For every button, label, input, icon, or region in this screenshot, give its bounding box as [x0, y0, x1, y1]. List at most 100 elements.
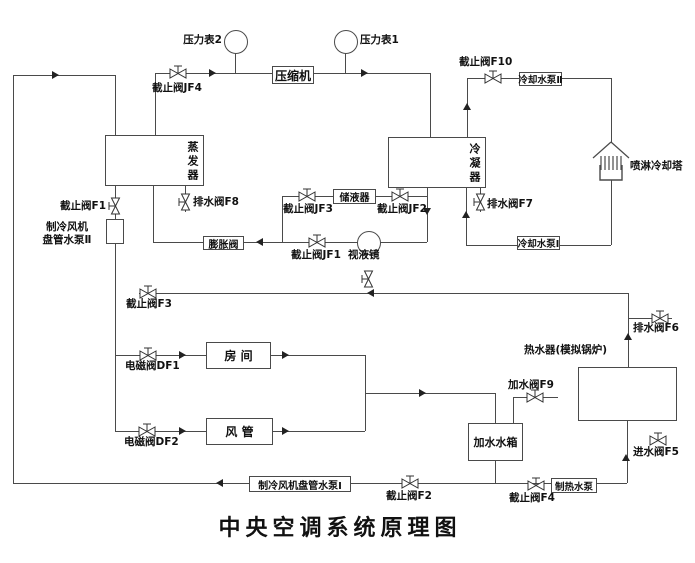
cooling-tower [592, 141, 630, 181]
pipe [430, 73, 431, 137]
pressure-gauge-2 [224, 30, 248, 54]
flow-arrow [361, 69, 368, 77]
duct-label: 风 管 [225, 425, 254, 439]
flow-arrow [419, 389, 426, 397]
pressure-gauge-1 [334, 30, 358, 54]
flow-arrow [256, 238, 263, 246]
jf2-valve-label: 截止阀JF2 [377, 203, 427, 215]
flow-arrow [622, 454, 630, 461]
jf3-valve-icon [298, 188, 316, 203]
df1-valve-label: 电磁阀DF1 [125, 360, 180, 372]
cooling-pump-2-box: 冷却水泵Ⅱ [518, 72, 563, 86]
flow-arrow [179, 351, 186, 359]
f4-valve-icon [527, 477, 545, 492]
flow-arrow [367, 289, 374, 297]
room-box: 房 间 [206, 342, 271, 369]
f7-valve-icon [473, 193, 488, 211]
evaporator-box [105, 135, 204, 186]
jf3-valve-label: 截止阀JF3 [283, 203, 333, 215]
f2-valve-icon [401, 475, 419, 490]
pipe [153, 185, 154, 242]
pipe [282, 196, 283, 242]
compressor-label: 压缩机 [274, 68, 311, 83]
pipe [115, 185, 116, 431]
pipe [628, 293, 629, 367]
evaporator-label: 蒸发器 [186, 141, 199, 183]
receiver-box: 储液器 [333, 189, 376, 204]
jf4-valve-icon [169, 65, 187, 80]
water-tank-label: 加水水箱 [473, 436, 518, 449]
cooling-pump-1-box: 冷却水泵Ⅰ [517, 236, 560, 250]
fan-coil-pump-1-label: 制冷风机盘管水泵Ⅰ [258, 480, 342, 492]
f3-valve-label: 截止阀F3 [126, 298, 172, 310]
flow-arrow [463, 103, 471, 110]
duct-box: 风 管 [206, 418, 273, 445]
f4-valve-label: 截止阀F4 [509, 492, 555, 504]
jf2-valve-icon [391, 188, 409, 203]
df1-valve-icon [139, 347, 157, 362]
condenser-label: 冷凝器 [468, 143, 481, 185]
pipe [365, 355, 366, 431]
f7-valve-label: 排水阀F7 [487, 198, 533, 210]
boiler-label: 热水器(模拟锅炉) [524, 344, 608, 356]
df2-valve-label: 电磁阀DF2 [124, 436, 179, 448]
pipe [139, 293, 628, 294]
cooling-tower-label: 喷淋冷却塔 [630, 160, 683, 172]
pipe [628, 318, 672, 319]
f6-valve-icon [651, 310, 669, 325]
heating-pump-label: 制热水泵 [554, 481, 593, 493]
f9-valve-label: 加水阀F9 [508, 379, 554, 391]
compressor-box: 压缩机 [272, 66, 314, 84]
pipe [627, 420, 628, 483]
fan-coil-pump-2-box [106, 219, 124, 244]
pipe [513, 397, 514, 423]
f9-valve-icon [526, 389, 544, 404]
expansion-valve-label: 膨胀阀 [208, 239, 239, 251]
fan-coil-pump-2-label: 制冷风机 盘管水泵Ⅱ [28, 221, 106, 247]
pipe [115, 75, 116, 135]
f10-valve-label: 截止阀F10 [459, 56, 513, 68]
jf1-valve-label: 截止阀JF1 [291, 249, 341, 261]
pipe [365, 393, 495, 394]
cooling-pump-1-label: 冷却水泵Ⅰ [517, 239, 560, 250]
f5-valve-label: 进水阀F5 [633, 446, 679, 458]
flow-arrow [179, 427, 186, 435]
df2-valve-icon [138, 423, 156, 438]
flow-arrow [423, 208, 431, 215]
fan-coil-pump-2-line2: 盘管水泵Ⅱ [42, 234, 92, 246]
flow-arrow [209, 69, 216, 77]
gauge2-label: 压力表2 [183, 34, 222, 46]
f8-valve-icon [178, 193, 193, 211]
vent-valve-icon [361, 270, 376, 288]
fan-coil-pump-1-box: 制冷风机盘管水泵Ⅰ [249, 476, 351, 492]
f2-valve-label: 截止阀F2 [386, 490, 432, 502]
jf1-valve-icon [308, 234, 326, 249]
f3-valve-icon [139, 285, 157, 300]
cooling-pump-2-label: 冷却水泵Ⅱ [518, 75, 563, 86]
heating-pump-box: 制热水泵 [551, 478, 597, 493]
flow-arrow [216, 479, 223, 487]
flow-arrow [52, 71, 59, 79]
pipe [235, 52, 236, 73]
flow-arrow [462, 211, 470, 218]
pipe [345, 52, 346, 73]
sight-glass-label: 视液镜 [348, 249, 380, 261]
pipe [13, 75, 115, 76]
pipe [611, 78, 612, 143]
pipe [155, 73, 156, 135]
diagram-title: 中央空调系统原理图 [218, 516, 462, 541]
gauge1-label: 压力表1 [360, 34, 399, 46]
jf4-valve-label: 截止阀JF4 [152, 82, 202, 94]
pipe [495, 393, 496, 423]
f10-valve-icon [484, 70, 502, 85]
pipe [153, 242, 427, 243]
sight-glass [357, 231, 381, 255]
receiver-label: 储液器 [339, 193, 370, 204]
f6-valve-label: 排水阀F6 [633, 322, 679, 334]
pipe [13, 75, 14, 483]
pipe [495, 460, 496, 483]
pipe [611, 180, 612, 245]
f5-valve-icon [649, 432, 667, 447]
f8-valve-label: 排水阀F8 [193, 196, 239, 208]
